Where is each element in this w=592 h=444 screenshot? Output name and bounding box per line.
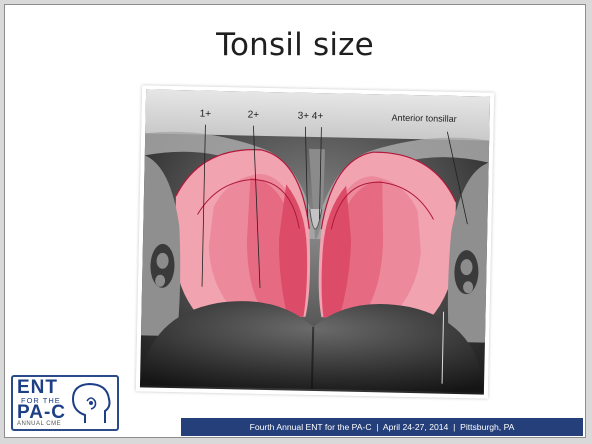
tonsil-drawing <box>136 85 494 398</box>
footer-banner: Fourth Annual ENT for the PA-C | April 2… <box>181 418 583 436</box>
anterior-tonsillar-label: Anterior tonsillar <box>392 113 457 124</box>
head-profile-icon <box>67 381 115 427</box>
grade-2-label: 2+ <box>248 110 260 121</box>
footer-text: Fourth Annual ENT for the PA-C | April 2… <box>250 422 515 432</box>
tonsil-illustration: 1+ 2+ 3+ 4+ Anterior tonsillar <box>136 85 494 398</box>
logo-subtitle-text: ANNUAL CME <box>17 421 61 427</box>
ent-pa-c-logo: ENT FOR THE PA-C ANNUAL CME <box>11 375 119 431</box>
grade-1-label: 1+ <box>200 109 212 120</box>
slide: Tonsil size <box>4 4 586 438</box>
slide-title: Tonsil size <box>5 27 585 63</box>
grade-3-4-label: 3+ 4+ <box>298 111 324 123</box>
